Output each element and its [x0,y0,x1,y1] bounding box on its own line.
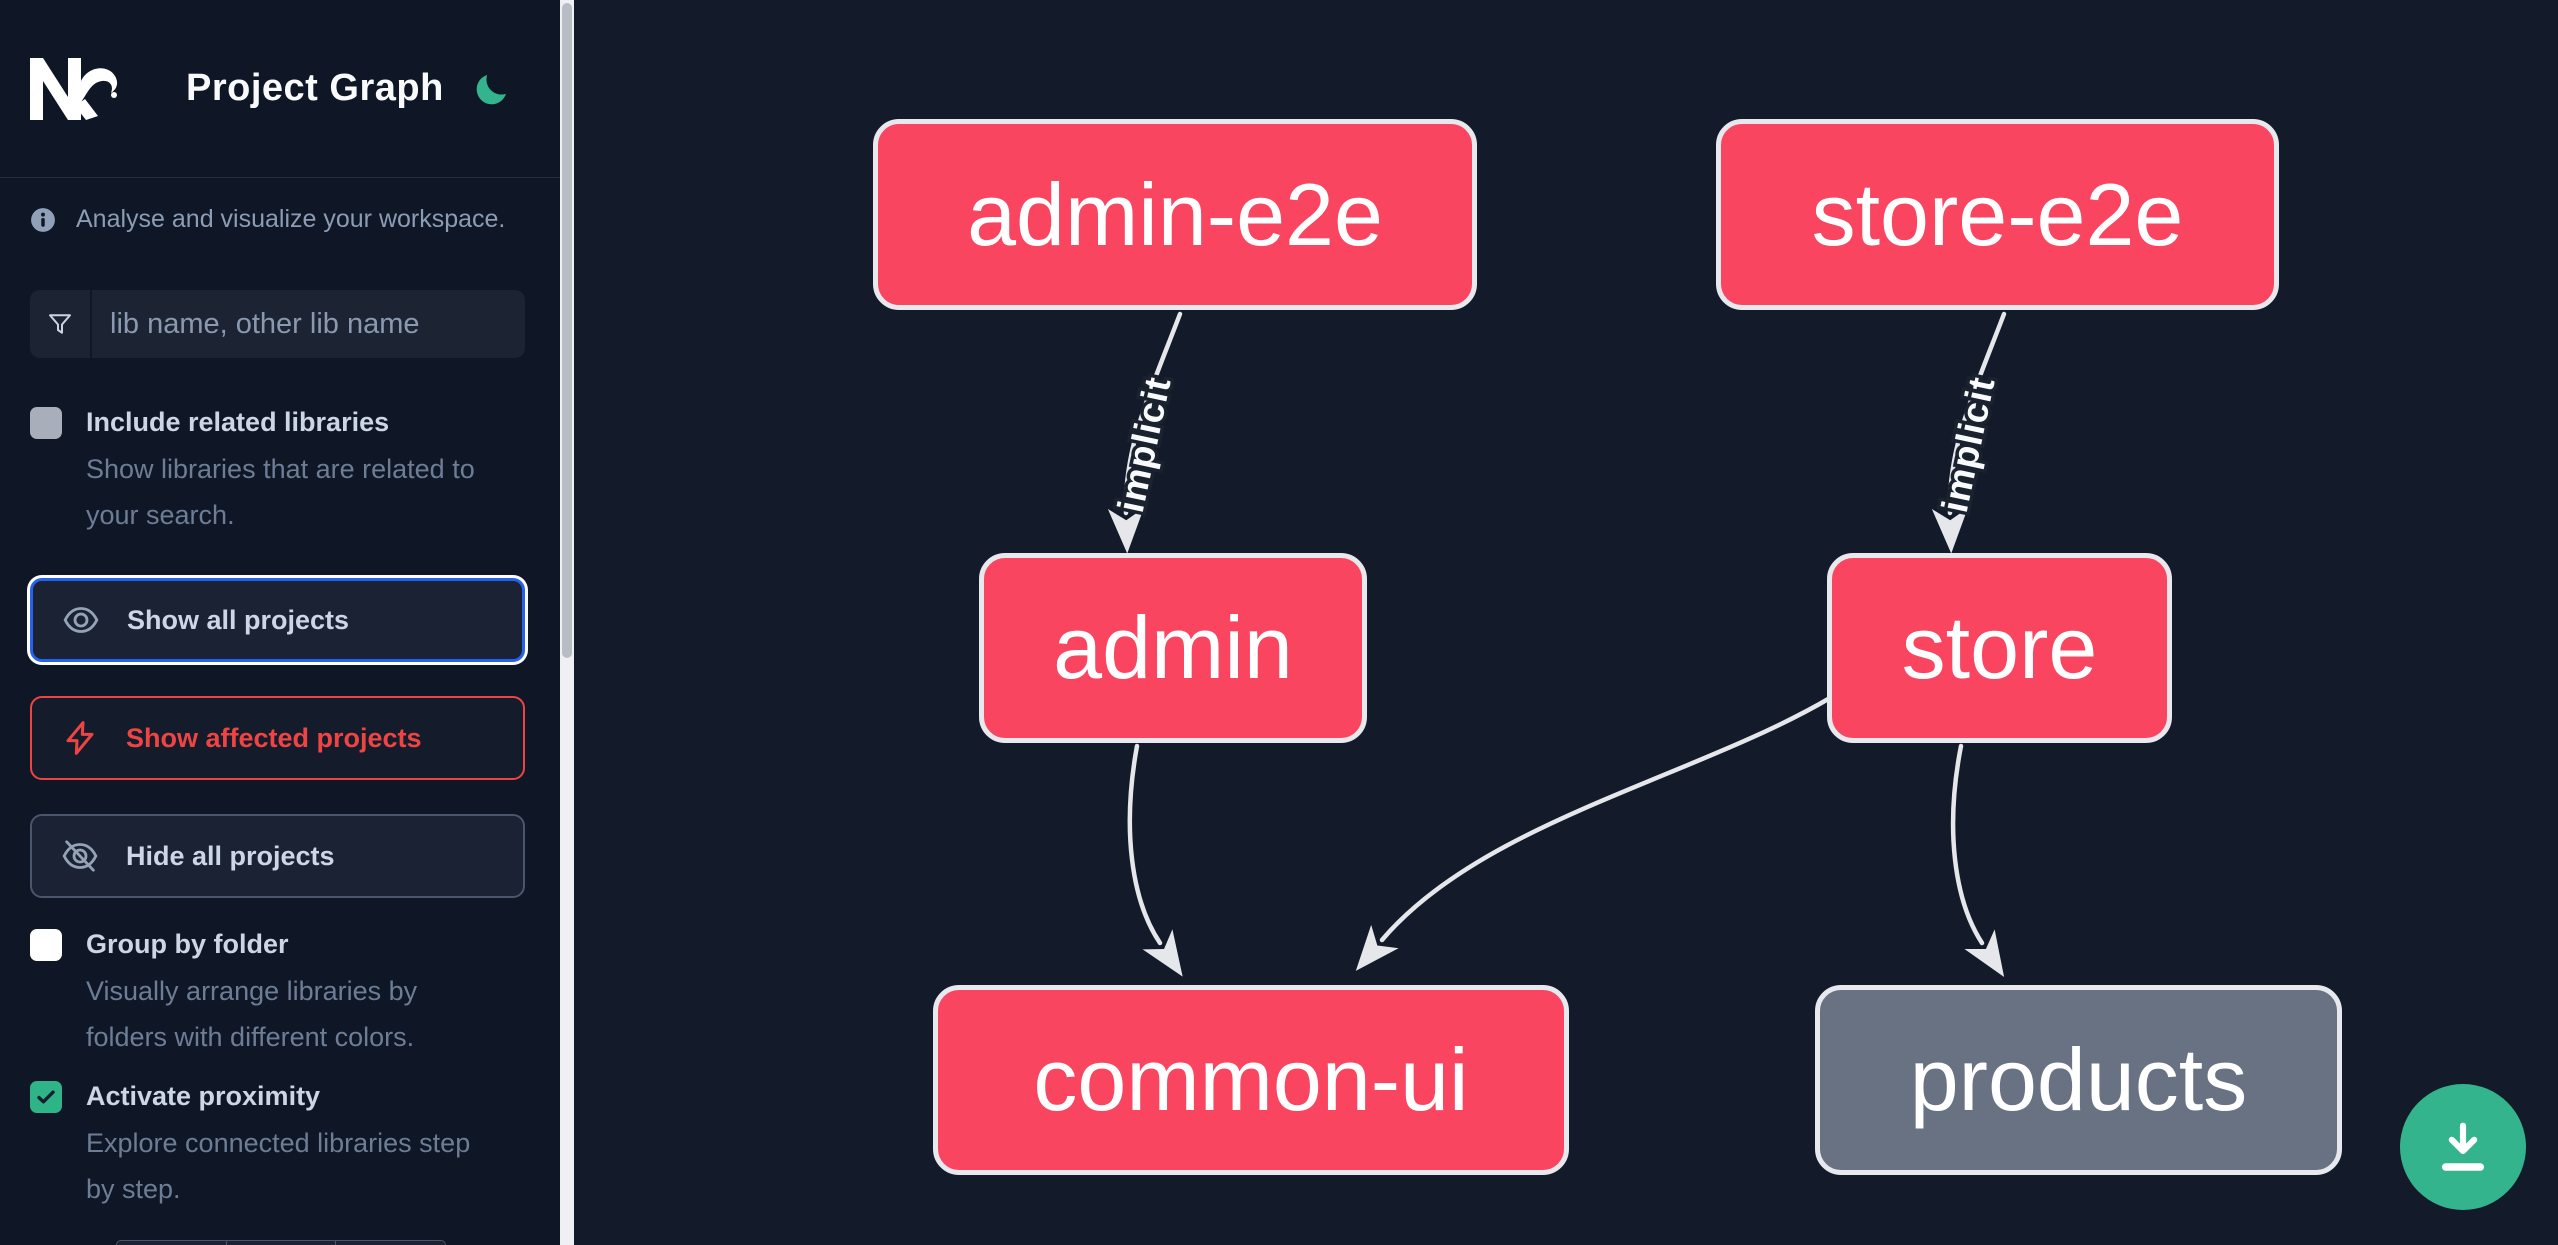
option-description: Show libraries that are related to your … [86,454,475,530]
button-label: Hide all projects [126,840,335,871]
nx-logo-icon [30,57,118,120]
activate-proximity-checkbox[interactable] [30,1081,62,1113]
dark-mode-moon-icon[interactable] [472,69,512,109]
button-label: Show all projects [127,604,350,635]
eye-off-icon [62,840,98,872]
sidebar: Project Graph Analyse and visualize your… [0,0,560,1245]
tagline-text: Analyse and visualize your workspace. [76,205,506,233]
info-icon [31,207,55,232]
search-box [30,290,525,358]
graph-node-common-ui[interactable]: common-ui [933,985,1569,1175]
option-include-related: Include related libraries Show libraries… [30,402,530,538]
sidebar-scrollbar-track[interactable] [560,0,574,1245]
include-related-checkbox[interactable] [30,407,62,439]
option-description: Visually arrange libraries by folders wi… [86,976,418,1052]
graph-edge-store-to-products [1950,743,2005,977]
button-label: Show affected projects [126,722,422,753]
option-label[interactable]: Activate proximity [86,1081,321,1111]
graph-edge-store-e2e-to-store [1931,311,2007,554]
graph-node-store[interactable]: store [1827,553,2172,743]
graph-node-store-e2e[interactable]: store-e2e [1716,119,2279,310]
graph-edge-admin-e2e-to-admin [1107,311,1183,554]
graph-edge-store-to-common-ui [1355,695,1833,971]
download-graph-button[interactable] [2400,1084,2526,1210]
group-by-folder-checkbox[interactable] [30,929,62,961]
option-activate-proximity: Activate proximity Explore connected lib… [30,1076,530,1212]
graph-edges: implicit implicit [1106,311,2007,977]
bolt-icon [66,721,94,755]
bottom-bar-partial[interactable] [116,1240,446,1245]
graph-node-admin-e2e[interactable]: admin-e2e [873,119,1477,310]
option-description: Explore connected libraries step by step… [86,1128,471,1204]
page-title: Project Graph [186,67,444,109]
filter-funnel-icon [30,290,92,358]
option-group-by-folder: Group by folder Visually arrange librari… [30,924,530,1060]
graph-node-products[interactable]: products [1815,985,2342,1175]
edge-label-store-e2e: implicit [1934,373,2003,516]
search-input[interactable] [92,290,525,358]
option-label[interactable]: Include related libraries [86,407,390,437]
eye-icon [63,607,99,633]
edge-label-admin-e2e: implicit [1110,373,1179,516]
sidebar-body: Analyse and visualize your workspace. In… [0,205,560,1212]
graph-edge-admin-to-common-ui [1127,743,1183,977]
sidebar-header: Project Graph [0,0,560,178]
graph-node-admin[interactable]: admin [979,553,1367,743]
show-all-projects-button[interactable]: Show all projects [30,578,525,662]
option-label[interactable]: Group by folder [86,929,289,959]
download-icon [2441,1122,2485,1171]
tagline-row: Analyse and visualize your workspace. [30,205,530,234]
check-icon [37,1090,55,1104]
graph-canvas[interactable]: implicit implicit admin-e2e store-e2e admin… [574,0,2558,1245]
hide-all-projects-button[interactable]: Hide all projects [30,814,525,898]
show-affected-projects-button[interactable]: Show affected projects [30,696,525,780]
sidebar-scrollbar-thumb[interactable] [562,3,572,658]
